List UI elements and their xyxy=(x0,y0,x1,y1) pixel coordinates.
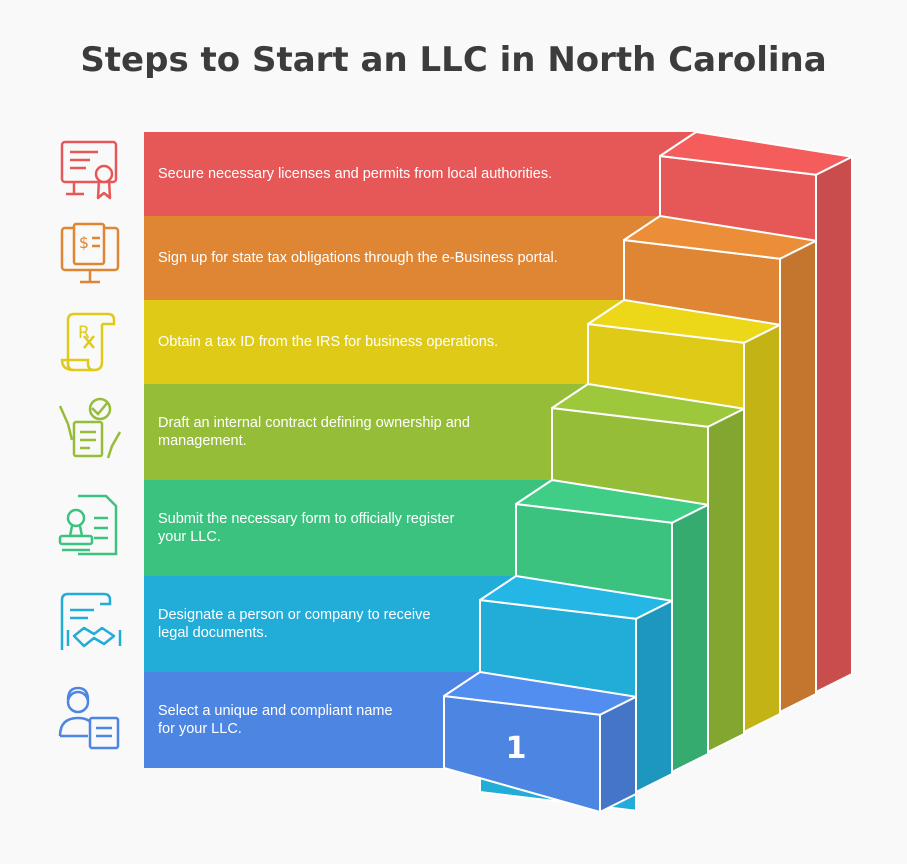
step-description-line: Select a unique and compliant name xyxy=(158,703,393,719)
step-description-line: management. xyxy=(158,433,247,449)
step-description-5: Obtain a tax ID from the IRS for busines… xyxy=(158,333,498,351)
step-description-6: Sign up for state tax obligations throug… xyxy=(158,249,558,267)
stamp-document-icon xyxy=(54,492,126,564)
step-description-1: Select a unique and compliant name for yo… xyxy=(158,702,393,738)
band-step-7 xyxy=(144,132,696,216)
step-description-line: Submit the necessary form to officially … xyxy=(158,511,455,527)
step-description-line: Sign up for state tax obligations throug… xyxy=(158,250,558,266)
svg-text:$: $ xyxy=(79,233,89,252)
step-description-line: Secure necessary licenses and permits fr… xyxy=(158,166,553,182)
page-title: Steps to Start an LLC in North Carolina xyxy=(80,40,827,80)
step-description-3: Submit the necessary form to officially … xyxy=(158,510,454,546)
step-number-1: 1 xyxy=(506,731,527,766)
step-description-line: Designate a person or company to receive xyxy=(158,607,431,623)
step-description-4: Draft an internal contract defining owne… xyxy=(158,414,470,450)
step-description-7: Secure necessary licenses and permits fr… xyxy=(158,165,552,183)
certificate-monitor-icon xyxy=(54,138,126,210)
band-step-4 xyxy=(144,384,624,480)
step-description-line: for your LLC. xyxy=(158,721,242,737)
step-description-line: Obtain a tax ID from the IRS for busines… xyxy=(158,334,499,350)
band-step-6 xyxy=(144,216,696,300)
band-step-5 xyxy=(144,300,660,384)
step-description-line: your LLC. xyxy=(158,529,221,545)
step-description-line: Draft an internal contract defining owne… xyxy=(158,415,470,431)
person-document-icon xyxy=(54,684,126,756)
tax-monitor-icon: $ xyxy=(54,222,126,294)
step-block-1: 1 xyxy=(443,671,637,813)
signed-agreement-icon xyxy=(54,396,126,468)
tax-scroll-icon: R xyxy=(54,306,126,378)
band-step-3 xyxy=(144,480,588,576)
step-description-line: legal documents. xyxy=(158,625,268,641)
step-description-2: Designate a person or company to receive… xyxy=(158,606,430,642)
handshake-contract-icon xyxy=(54,588,126,660)
